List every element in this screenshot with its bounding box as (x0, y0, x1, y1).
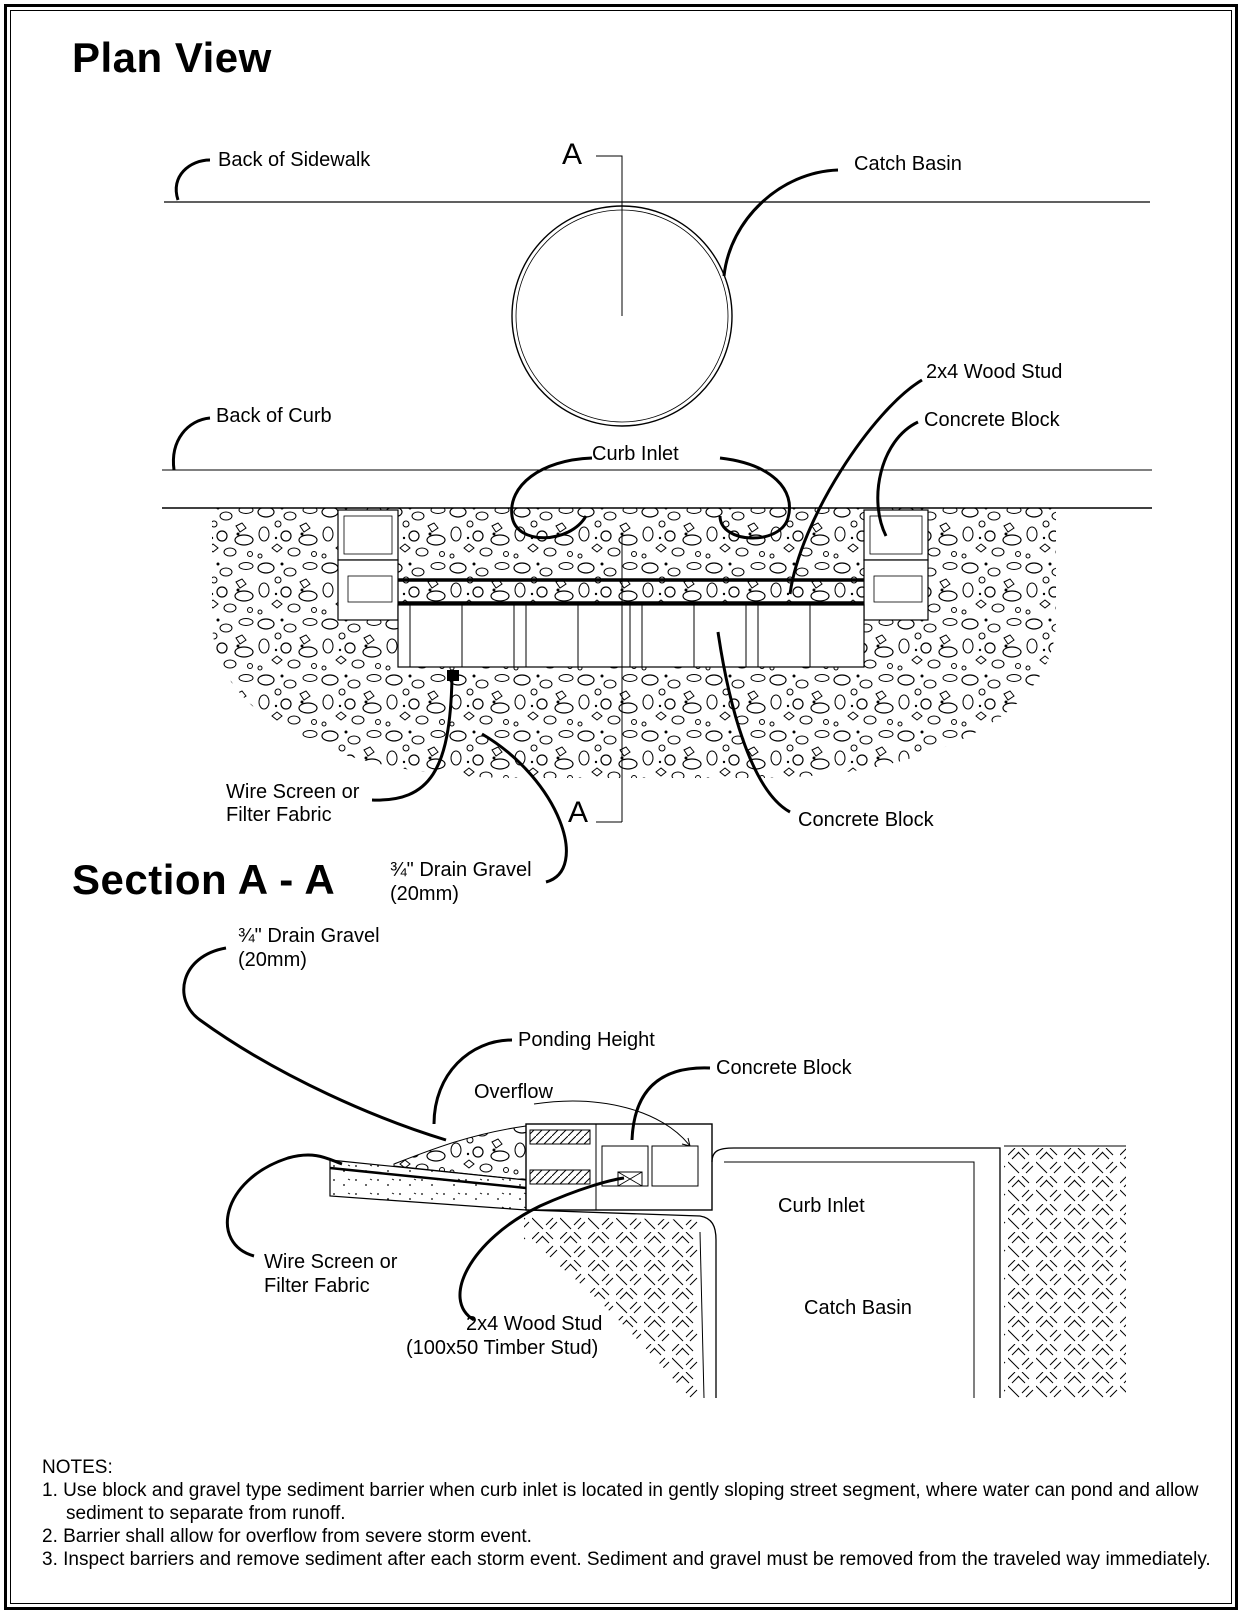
notes-block: NOTES: 1. Use block and gravel type sedi… (42, 1456, 1222, 1571)
leader-ponding-height (432, 1038, 513, 1125)
leader-back-of-curb (171, 416, 211, 471)
label-drain-gravel-2: (20mm) (390, 883, 459, 905)
leader-concrete-block-bottom (716, 631, 791, 814)
label-wire-screen-2: Filter Fabric (226, 804, 332, 826)
section-mark-bottom: A (568, 796, 589, 829)
leader-section-concrete-block (630, 1066, 711, 1141)
curb-inlet-wall (711, 1147, 1001, 1398)
leader-curb-inlet-left (510, 456, 593, 540)
notes-heading: NOTES: (42, 1457, 113, 1478)
label-section-catch-basin: Catch Basin (804, 1297, 912, 1319)
leader-catch-basin (722, 168, 839, 277)
plan-block-row (397, 604, 865, 668)
label-drain-gravel-1: ¾" Drain Gravel (390, 859, 532, 881)
note-item: 2. Barrier shall allow for overflow from… (42, 1526, 532, 1547)
plan-block-right-bottom (863, 559, 929, 621)
plan-block-right-top (863, 509, 929, 561)
label-section-wire-screen-1: Wire Screen or (264, 1251, 398, 1273)
label-overflow: Overflow (474, 1081, 553, 1103)
soil-right (1004, 1146, 1126, 1398)
leader-concrete-block-right (876, 420, 919, 537)
outer-frame (4, 4, 1238, 1610)
label-catch-basin: Catch Basin (854, 153, 962, 175)
label-back-of-sidewalk: Back of Sidewalk (218, 149, 371, 171)
plan-view-title: Plan View (72, 34, 272, 81)
section-mark-top: A (562, 138, 583, 171)
section-view-title: Section A - A (72, 856, 336, 903)
label-concrete-block-right: Concrete Block (924, 409, 1060, 431)
plan-block-left-bottom (337, 559, 399, 621)
label-wire-screen-1: Wire Screen or (226, 781, 360, 803)
plan-block-left-top (337, 509, 399, 561)
leader-section-wood-stud (458, 1176, 625, 1322)
label-section-concrete-block: Concrete Block (716, 1057, 852, 1079)
label-section-wood-stud-2: (100x50 Timber Stud) (406, 1337, 599, 1359)
leader-drain-gravel (481, 732, 568, 884)
label-wood-stud: 2x4 Wood Stud (926, 361, 1063, 383)
leader-section-drain-gravel (182, 946, 447, 1142)
leader-back-of-sidewalk (174, 158, 211, 201)
leader-wire-screen (371, 677, 454, 802)
leader-curb-inlet-right (718, 456, 791, 540)
notes-list: 1. Use block and gravel type sediment ba… (42, 1479, 1222, 1571)
label-curb-inlet: Curb Inlet (592, 443, 679, 465)
label-ponding-height: Ponding Height (518, 1029, 655, 1051)
label-section-wire-screen-2: Filter Fabric (264, 1275, 370, 1297)
label-section-drain-gravel-1: ¾" Drain Gravel (238, 925, 380, 947)
wire-screen-marker (447, 670, 459, 681)
label-concrete-block-bottom: Concrete Block (798, 809, 934, 831)
label-section-drain-gravel-2: (20mm) (238, 949, 307, 971)
label-back-of-curb: Back of Curb (216, 405, 332, 427)
overflow-arc (533, 1100, 691, 1147)
note-item: 1. Use block and gravel type sediment ba… (42, 1480, 1199, 1524)
leader-section-wire-screen (225, 1153, 343, 1258)
soil-below-street (524, 1216, 700, 1398)
note-item: 3. Inspect barriers and remove sediment … (42, 1549, 1211, 1570)
leader-wood-stud (788, 378, 923, 595)
label-section-curb-inlet: Curb Inlet (778, 1195, 865, 1217)
label-section-wood-stud-1: 2x4 Wood Stud (466, 1313, 603, 1335)
inner-frame (10, 10, 1232, 1604)
section-cut-line (596, 155, 623, 316)
catch-basin-wall (525, 1209, 717, 1398)
